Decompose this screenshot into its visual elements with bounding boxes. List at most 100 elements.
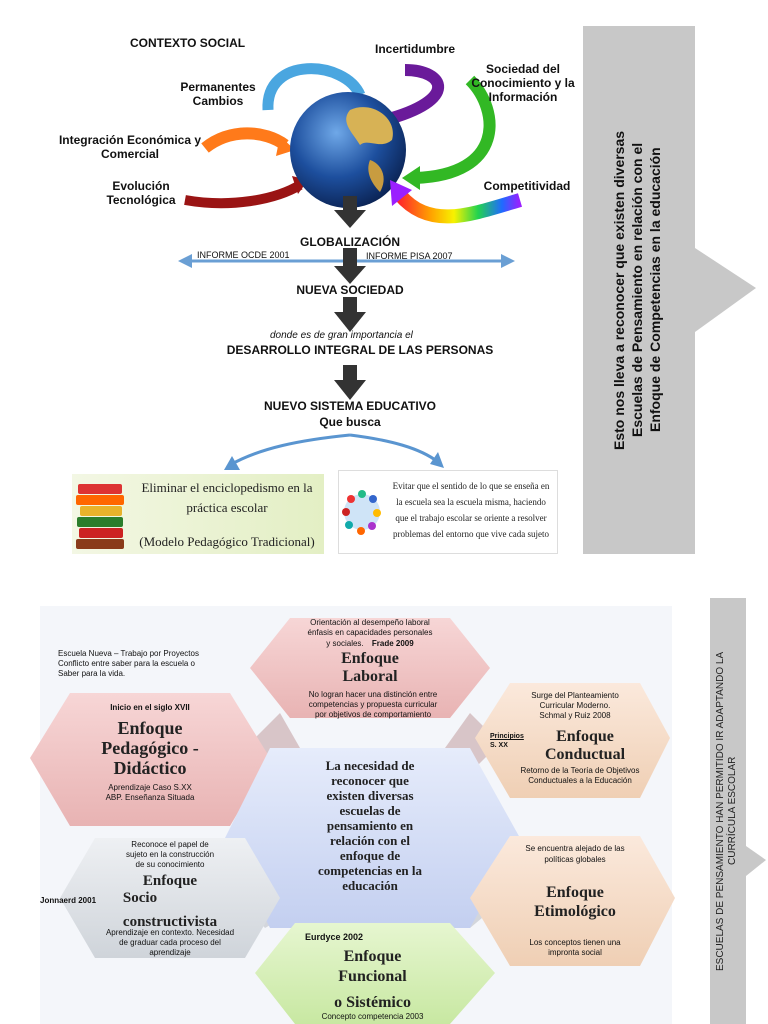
socio-desc-3: aprendizaje <box>149 948 191 957</box>
socio-title-1: Enfoque <box>142 873 198 889</box>
socio-author: Jonnaerd 2001 <box>40 896 97 905</box>
socio-note-1: Reconoce el papel de <box>131 840 209 849</box>
bottom-side-text-2: CURRÍCULA ESCOLAR <box>727 756 738 866</box>
pedagogico-title-1: Enfoque <box>117 718 183 738</box>
box-right-line3: que el trabajo escolar se oriente a reso… <box>395 513 547 523</box>
nueva-sociedad-label: NUEVA SOCIEDAD <box>296 283 404 297</box>
factor-competitividad: Competitividad <box>483 179 571 193</box>
factor-permanentes-cambios: Permanentes Cambios <box>168 80 268 108</box>
funcional-title-1: Enfoque <box>343 948 402 965</box>
top-diagram: CONTEXTO SOCIAL Incertidumbre Permanente… <box>50 26 756 554</box>
etimologico-note-2: políticas globales <box>544 855 606 864</box>
box-evitar-sentido: Evitar que el sentido de lo que se enseñ… <box>338 470 558 554</box>
contexto-social-title: CONTEXTO SOCIAL <box>130 36 246 50</box>
que-busca-label: Que busca <box>319 415 381 429</box>
socio-note-2: sujeto en la construcción <box>125 850 215 859</box>
box-right-line4: problemas del entorno que vive cada suje… <box>393 529 549 539</box>
laboral-desc-2: competencias y propuesta curricular <box>308 700 438 709</box>
socio-desc-2: de graduar cada proceso del <box>119 938 221 947</box>
funcional-desc: Concepto competencia 2003 <box>321 1012 424 1021</box>
factor-evolucion-tecnologica: Evolución Tecnológica <box>96 179 186 207</box>
bottom-side-text-1: ESCUELAS DE PENSAMIENTO HAN PERMITIDO IR… <box>715 651 726 971</box>
center-line-6: relación con el <box>330 833 410 848</box>
intro-line-3: Saber para la vida. <box>58 669 126 678</box>
funcional-note: Eurdyce 2002 <box>305 932 364 942</box>
conductual-note-3: Schmal y Ruiz 2008 <box>539 711 611 720</box>
factor-sociedad-conocimiento: Sociedad del Conocimiento y la Informaci… <box>458 62 588 104</box>
informe-pisa-label: INFORME PISA 2007 <box>366 251 453 261</box>
laboral-author: Frade 2009 <box>371 639 414 648</box>
side-arrow-text: Esto nos lleva a reconocer que existen d… <box>602 26 672 554</box>
factor-incertidumbre: Incertidumbre <box>374 42 455 56</box>
box-right-line1: Evitar que el sentido de lo que se enseñ… <box>392 481 550 491</box>
conductual-note-1: Surge del Planteamiento <box>531 691 619 700</box>
side-arrow-text-2: Escuelas de Pensamiento en relación con … <box>629 142 645 438</box>
socio-note-3: de su conocimiento <box>135 860 205 869</box>
bottom-side-text: ESCUELAS DE PENSAMIENTO HAN PERMITIDO IR… <box>712 598 742 1024</box>
center-text: La necesidad de reconocer que existen di… <box>270 758 470 893</box>
etimologico-title-1: Enfoque <box>546 884 604 901</box>
conductual-desc-2: Conductuales a la Educación <box>528 776 632 785</box>
globalizacion-label: GLOBALIZACIÓN <box>300 235 400 249</box>
box-left-line3: (Modelo Pedagógico Tradicional) <box>139 534 315 549</box>
factor-permanentes-text: Permanentes Cambios <box>180 80 256 108</box>
laboral-desc-3: por objetivos de comportamiento <box>314 710 432 719</box>
socio-title-3: constructivista <box>122 914 218 930</box>
globe-arrows-graphic <box>184 63 523 224</box>
conductual-note-2: Curricular Moderno. <box>539 701 611 710</box>
informe-ocde-label: INFORME OCDE 2001 <box>197 250 290 260</box>
side-arrow-text-1: Esto nos lleva a reconocer que existen d… <box>611 130 627 450</box>
bottom-diagram: Escuela Nueva – Trabajo por Proyectos Co… <box>0 598 768 1024</box>
conductual-sxx: S. XX <box>490 742 508 749</box>
side-arrow-shape <box>583 26 756 554</box>
laboral-note-1: Orientación al desempeño laboral <box>310 618 430 627</box>
side-arrow-text-3: Enfoque de Competencias en la educación <box>647 147 663 433</box>
bottom-side-arrow-shape <box>710 598 766 1024</box>
center-line-3: existen diversas <box>326 788 414 803</box>
laboral-title-1: Enfoque <box>341 650 399 667</box>
box-right-line2: la escuela sea la escuela misma, haciend… <box>396 497 546 507</box>
center-line-9: educación <box>342 878 398 893</box>
pedagogico-desc-2: ABP. Enseñanza Situada <box>105 793 195 802</box>
factor-evolucion-text: Evolución Tecnológica <box>106 179 176 207</box>
desarrollo-integral-label: DESARROLLO INTEGRAL DE LAS PERSONAS <box>226 343 494 357</box>
box-left-line2: práctica escolar <box>186 500 268 515</box>
pedagogico-note: Inicio en el siglo XVII <box>110 703 190 712</box>
hexagon-shapes <box>30 618 675 1024</box>
factor-integracion-economica: Integración Económica y Comercial <box>50 133 210 161</box>
center-line-8: competencias en la <box>318 863 422 878</box>
etimologico-desc-1: Los conceptos tienen una <box>529 938 621 947</box>
center-line-1: La necesidad de <box>325 758 415 773</box>
factor-integracion-text: Integración Económica y Comercial <box>58 133 202 161</box>
etimologico-desc-2: impronta social <box>548 948 602 957</box>
center-line-5: pensamiento en <box>326 818 414 833</box>
center-line-4: escuelas de <box>339 803 401 818</box>
socio-desc-1: Aprendizaje en contexto. Necesidad <box>105 928 235 937</box>
funcional-title-2: Funcional <box>338 968 407 985</box>
funcional-title-3: o Sistémico <box>334 994 411 1011</box>
etimologico-title-2: Etimológico <box>534 903 616 920</box>
box-left-line1: Eliminar el enciclopedismo en la <box>141 480 313 495</box>
factor-sociedad-text: Sociedad del Conocimiento y la Informaci… <box>471 62 575 104</box>
pedagogico-title-2: Pedagógico - <box>101 738 199 758</box>
laboral-note-2: énfasis en capacidades personales <box>307 628 433 637</box>
conductual-title-2: Conductual <box>544 746 626 763</box>
flow-arrows <box>178 196 515 470</box>
conductual-title-1: Enfoque <box>556 728 614 745</box>
laboral-title-2: Laboral <box>342 668 398 685</box>
intro-line-1: Escuela Nueva – Trabajo por Proyectos <box>58 649 199 658</box>
laboral-note-3: y sociales. <box>326 639 364 648</box>
laboral-desc-1: No logran hacer una distinción entre <box>308 690 438 699</box>
etimologico-note-1: Se encuentra alejado de las <box>525 844 625 853</box>
intro-line-2: Conflicto entre saber para la escuela o <box>58 659 195 668</box>
box-eliminar-enciclopedismo: Eliminar el enciclopedismo en la práctic… <box>72 474 324 554</box>
books-icon <box>76 484 124 549</box>
pedagogico-title-3: Didáctico <box>113 758 187 778</box>
nuevo-sistema-label: NUEVO SISTEMA EDUCATIVO <box>263 399 436 413</box>
socio-title-2: Socio <box>122 890 158 906</box>
laboral-note-3-row: y sociales. Frade 2009 <box>290 639 450 649</box>
conductual-principio: Principios <box>490 733 524 740</box>
donde-label: donde es de gran importancia el <box>270 330 413 341</box>
center-line-7: enfoque de <box>339 848 401 863</box>
center-line-2: reconocer que <box>331 773 409 788</box>
